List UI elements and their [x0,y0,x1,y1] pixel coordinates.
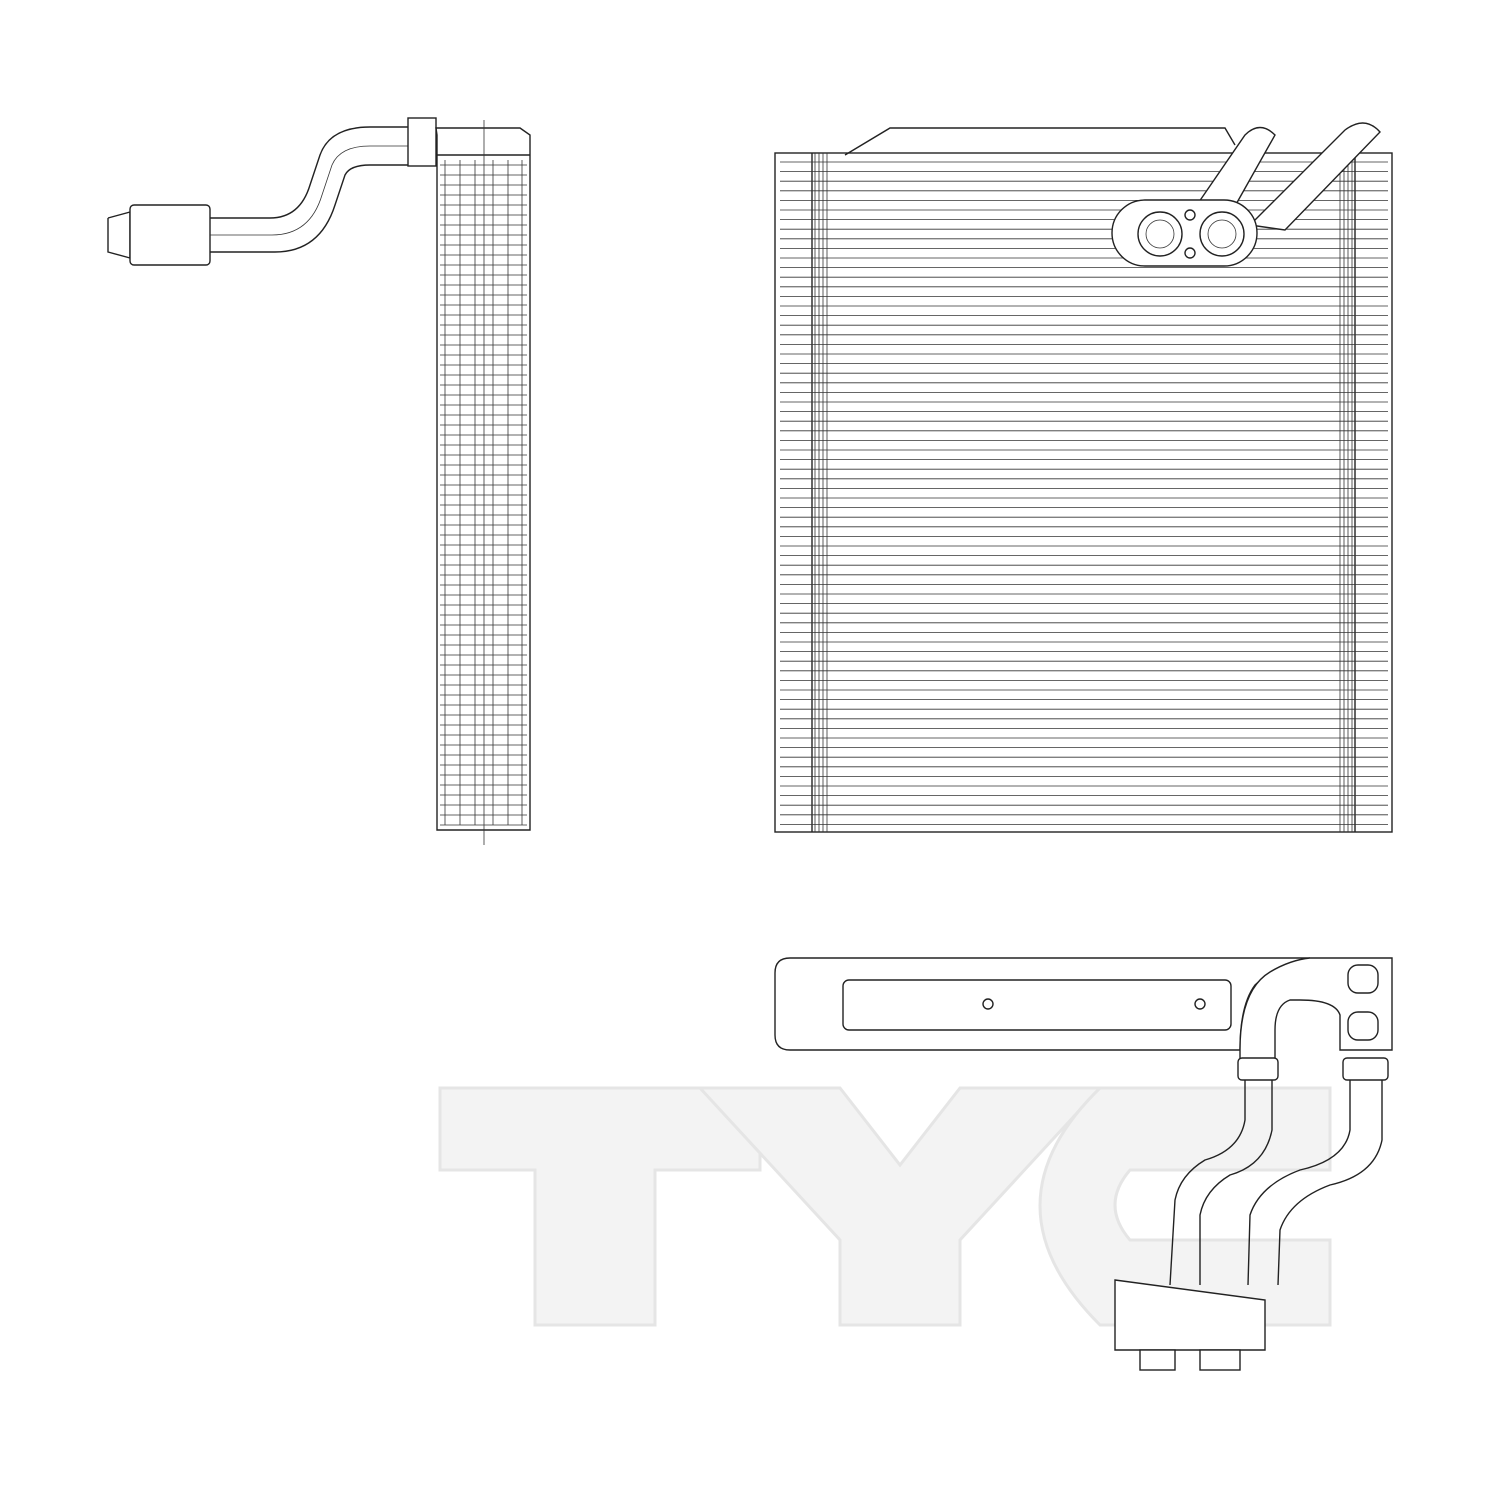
front-view [774,122,1393,833]
tyc-watermark-logo [438,1086,1332,1327]
side-view [107,117,531,845]
top-view [774,957,1393,1371]
